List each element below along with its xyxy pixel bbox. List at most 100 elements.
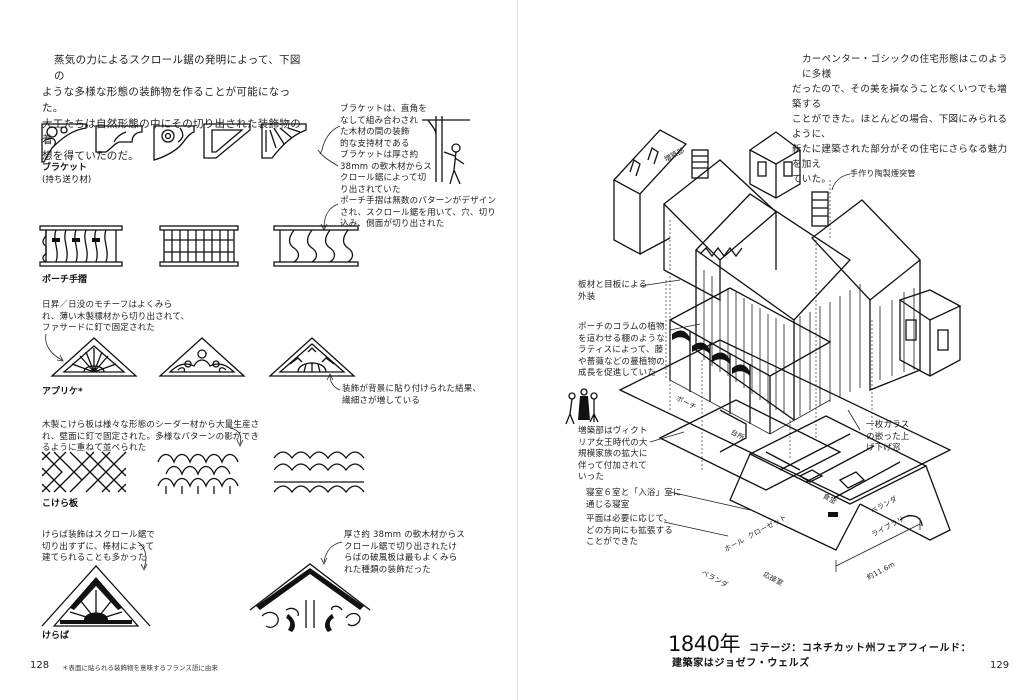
title-line-2: 建築家はジョゼフ・ウェルズ [672,658,810,669]
applique-note: 日昇／日没のモチーフはよくみら れ、薄い木製標材から切り出されて、 ファサードに… [42,300,189,335]
note-line: 平面は必要に応じて、 [586,514,673,524]
window-note: 一枚ガラス の嵌った上 げ下げ窓 [866,420,910,455]
bracket-5 [261,123,307,159]
bargeboard-illustrations [41,563,371,632]
note-line: るように重ねて並べられた [42,443,147,453]
note-line: り出されていた [340,184,401,195]
title-year: 1840年 [668,632,740,656]
note-line: 規模家族の拡大に [578,449,648,459]
bracket-note-2: ブラケットは厚さ約 38mm の軟木材からス クロール鋸によって切 り出されてい… [340,150,432,196]
note-line: 切り出すずに、棒材によって [42,541,155,552]
note-line: けらば装飾はスクロール鋸で [42,530,156,540]
note-line: ブラケットは、直角を [340,104,428,114]
bracket-4 [203,123,251,159]
intro-line: カーペンター・ゴシックの住宅形態はこのように多様 [802,54,1008,80]
main-roofs [663,159,921,421]
applique-leader [45,333,64,362]
note-line: され、スクロール鋸を用いて、穴、切り [340,207,497,218]
chimney-note-leader [831,173,851,191]
leader-lines-top [317,125,341,167]
caption-line: (持ち送り材) [42,175,92,185]
floor-plan [658,399,951,572]
board-note: 板材と目板による 外装 [578,280,647,303]
intro-line: ていた。 [792,174,832,185]
porch-caption: ポーチ手摺 [42,275,88,285]
plan-note: 平面は必要に応じて、 どの方向にも拡張する ことができた [586,514,673,549]
chimney-note: 手作り陶製煙突管 [850,169,916,178]
page-gutter [517,0,518,700]
shingle-caption: こけら板 [42,499,79,509]
bargeboard-note: けらば装飾はスクロール鋸で 切り出すずに、棒材によって 建てられることも多かった [42,530,155,565]
note-line: 厚さ約 38mm の軟木材からス [344,530,465,540]
carpenter-figure [422,116,470,185]
bargeboard-scroll [249,563,371,632]
note-line: た木材の間の装飾 [340,127,410,137]
porch-column-note: ポーチのコラムの植物 を這わせる棚のような ラティスによって、藤 や薔薇などの蔓… [578,322,665,380]
intro-line: だったので、その美を損なうことなくいつでも増築する [792,84,1007,110]
wall-battens [703,270,915,416]
porch-note: ポーチ手摺は無数のパターンがデザイン され、スクロール鋸を用いて、穴、切り 込み… [340,196,496,231]
note-line: なして組み合わされ [340,115,419,126]
note-line: いった [578,472,605,482]
cupola [748,131,802,199]
bracket-1 [41,123,87,163]
note-line: 寝室６室と「入浴」室に [586,488,682,498]
porch-railings [39,225,359,267]
right-intro-text: カーペンター・ゴシックの住宅形態はこのように多様 だったので、その美を損なうこと… [792,52,1012,187]
intro-line: ような多様な形態の装飾物を作ることが可能になった。 [42,86,291,114]
note-line: クロール鋸によって切 [340,173,427,183]
note-line: 板材と目板による [578,280,648,290]
footnote: ＊表面に貼られる装飾物を意味するフランス語に由来 [62,664,218,672]
note-line: げ下げ窓 [866,443,901,453]
shingle-note: 木製こけら板は様々な形態のシーダー材から大量生産さ れ、壁面に釘で固定された。多… [42,420,260,455]
bargeboard-caption: けらば [42,631,70,641]
applique-note2-leader [326,373,341,391]
bargeboard-leader [137,541,148,571]
note-line: 込み、側面が切り出された [340,219,445,229]
note-line: れた種類の装飾だった [344,564,432,575]
note-line: どの方向にも拡張する [586,525,674,536]
shingle-diamond [41,451,127,493]
note-line: ファサードに釘で固定された [42,323,156,333]
note-line: 一枚ガラス [866,420,910,430]
left-intro-text: 蒸気の力によるスクロール鋸の発明によって、下図の ような多様な形態の装飾物を作る… [42,52,302,164]
bay-window [898,289,962,377]
addition-note: 増築部はヴィクト リア女王時代の大 規模家族の拡大に 伴って付加されて いった [578,426,648,484]
ground-plane [618,339,952,501]
note-line: を這わせる棚のような [578,333,666,344]
rear-wing [612,129,688,256]
bargeboard-note2-leader [320,541,343,565]
note-line: 装飾が背景に貼り付けられた結果、 [342,384,482,394]
railing-2 [159,225,239,267]
bargeboard-gable [41,565,151,627]
note-line: ラティスによって、藤 [578,345,664,355]
house-title: 1840年 コテージ：コネチカット州フェアフィールド： [668,628,971,658]
note-line: 木製こけら板は様々な形態のシーダー材から大量生産さ [42,420,260,430]
note-line: 繊細さが増している [342,395,421,406]
intro-line: 蒸気の力によるスクロール鋸の発明によって、下図の [54,54,301,82]
note-line: れ、薄い木製標材から切り出されて、 [42,311,190,322]
chimneys [691,149,829,227]
bracket-illustrations [41,123,307,163]
note-line: 日昇／日没のモチーフはよくみら [42,300,173,310]
bracket-note: ブラケットは、直角を なして組み合わされ た木材の間の装飾 的な支持材である [340,104,427,150]
intro-line: 想を得ていたのだ。 [42,150,139,162]
note-line: や薔薇などの蔓植物の [578,356,666,367]
note-line: リア女王時代の大 [578,437,648,448]
title-line-1: コテージ：コネチカット州フェアフィールド： [749,643,972,654]
railing-3 [273,225,359,267]
bedroom-note: 寝室６室と「入浴」室に 通じる寝室 [586,488,682,511]
note-line: れ、壁面に釘で固定された。多様なパターンの影ができ [42,431,260,442]
shingle-illustrations [41,451,365,494]
note-line: の嵌った上 [866,431,910,442]
note-line: 建てられることも多かった [42,553,147,563]
shingle-fishscale [273,451,365,494]
note-line: クロール鋸で切り出されたけ [344,541,458,552]
applique-note-2: 装飾が背景に貼り付けられた結果、 繊細さが増している [342,384,481,407]
bracket-3 [153,125,195,161]
note-line: ことができた [586,537,639,547]
note-line: 伴って付加されて [578,460,647,471]
page-number-left: 128 [30,660,50,671]
railing-1 [39,225,123,267]
right-leader-lines [639,279,861,537]
